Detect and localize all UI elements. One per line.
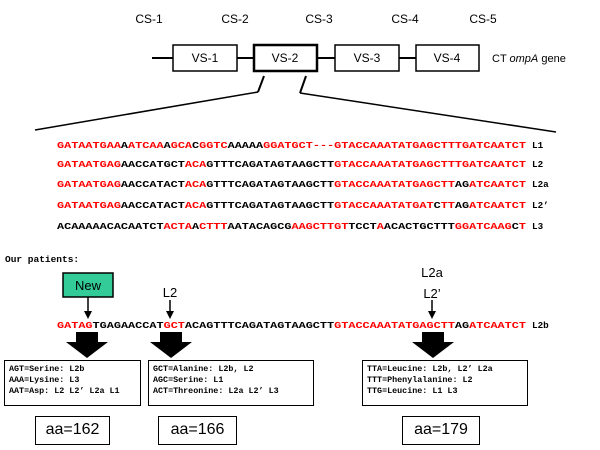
- variable-segments: [172, 43, 480, 73]
- vs-label: VS-1: [192, 51, 219, 65]
- patient-sequence-row-label: L2b: [532, 320, 549, 331]
- vs-label: VS-3: [354, 51, 381, 65]
- codon-line: AAA=Lysine: L3: [9, 375, 80, 385]
- alignment-row-label: L3: [532, 221, 544, 232]
- conserved-segment-labels: CS-1 CS-2 CS-3 CS-4 CS-5: [135, 12, 497, 26]
- block-arrow-down-icon: [412, 332, 454, 358]
- vs3-box: [334, 44, 400, 72]
- aa-position-162: aa=162: [35, 416, 110, 445]
- gene-label: CT ompA gene: [492, 53, 566, 65]
- codon-line: AAT=Asp: L2 L2’ L2a L1: [9, 386, 120, 396]
- vs-label: VS-4: [434, 51, 461, 65]
- marker-l2a: L2a: [421, 265, 443, 280]
- zoom-line-right-long: [299, 92, 557, 133]
- codon-box-162: AGT=Serine: L2b AAA=Lysine: L3 AAT=Asp: …: [4, 360, 141, 406]
- marker-l2prime: L2’: [423, 286, 440, 301]
- patients-heading: Our patients:: [5, 254, 79, 265]
- aa-position-166: aa=166: [158, 416, 237, 445]
- marker-l2: L2: [163, 285, 177, 300]
- vs1-box: [172, 44, 238, 72]
- arrow-down-icon: [166, 311, 174, 319]
- zoom-line-right: [299, 75, 307, 94]
- block-arrows: [66, 332, 454, 358]
- block-arrow-down-icon: [66, 332, 108, 358]
- codon-line: TTT=Phenylalanine: L2: [367, 375, 473, 385]
- arrow-down-icon: [84, 311, 92, 319]
- alignment-row-label: L2a: [532, 179, 549, 190]
- marker-arrows: [84, 297, 436, 319]
- cs-label: CS-3: [305, 12, 333, 26]
- codon-line: ACT=Threonine: L2a L2’ L3: [153, 386, 279, 396]
- block-arrow-down-icon: [150, 332, 192, 358]
- arrow-down-icon: [428, 311, 436, 319]
- codon-line: AGT=Serine: L2b: [9, 364, 85, 374]
- zoom-line-left-long: [34, 91, 259, 131]
- codon-line: AGC=Serine: L1: [153, 375, 224, 385]
- codon-box-166: GCT=Alanine: L2b, L2 AGC=Serine: L1 ACT=…: [148, 360, 314, 406]
- new-variant-box: [62, 272, 114, 298]
- vs-label: VS-2: [272, 51, 299, 65]
- aa-position-179: aa=179: [402, 416, 480, 445]
- codon-line: TTA=Leucine: L2b, L2’ L2a: [367, 364, 493, 374]
- cs-label: CS-5: [469, 12, 497, 26]
- alignment-row-label: L1: [532, 140, 544, 151]
- cs-label: CS-2: [221, 12, 249, 26]
- alignment-row-label: L2’: [532, 200, 549, 211]
- zoom-line-left: [257, 75, 265, 93]
- new-label: New: [75, 278, 102, 293]
- cs-label: CS-1: [135, 12, 163, 26]
- vs4-box: [415, 44, 480, 72]
- codon-box-179: TTA=Leucine: L2b, L2’ L2a TTT=Phenylalan…: [362, 360, 528, 406]
- codon-line: TTG=Leucine: L1 L3: [367, 386, 458, 396]
- alignment-row-label: L2: [532, 159, 544, 170]
- codon-line: GCT=Alanine: L2b, L2: [153, 364, 254, 374]
- vs2-box: [252, 43, 319, 73]
- cs-label: CS-4: [391, 12, 419, 26]
